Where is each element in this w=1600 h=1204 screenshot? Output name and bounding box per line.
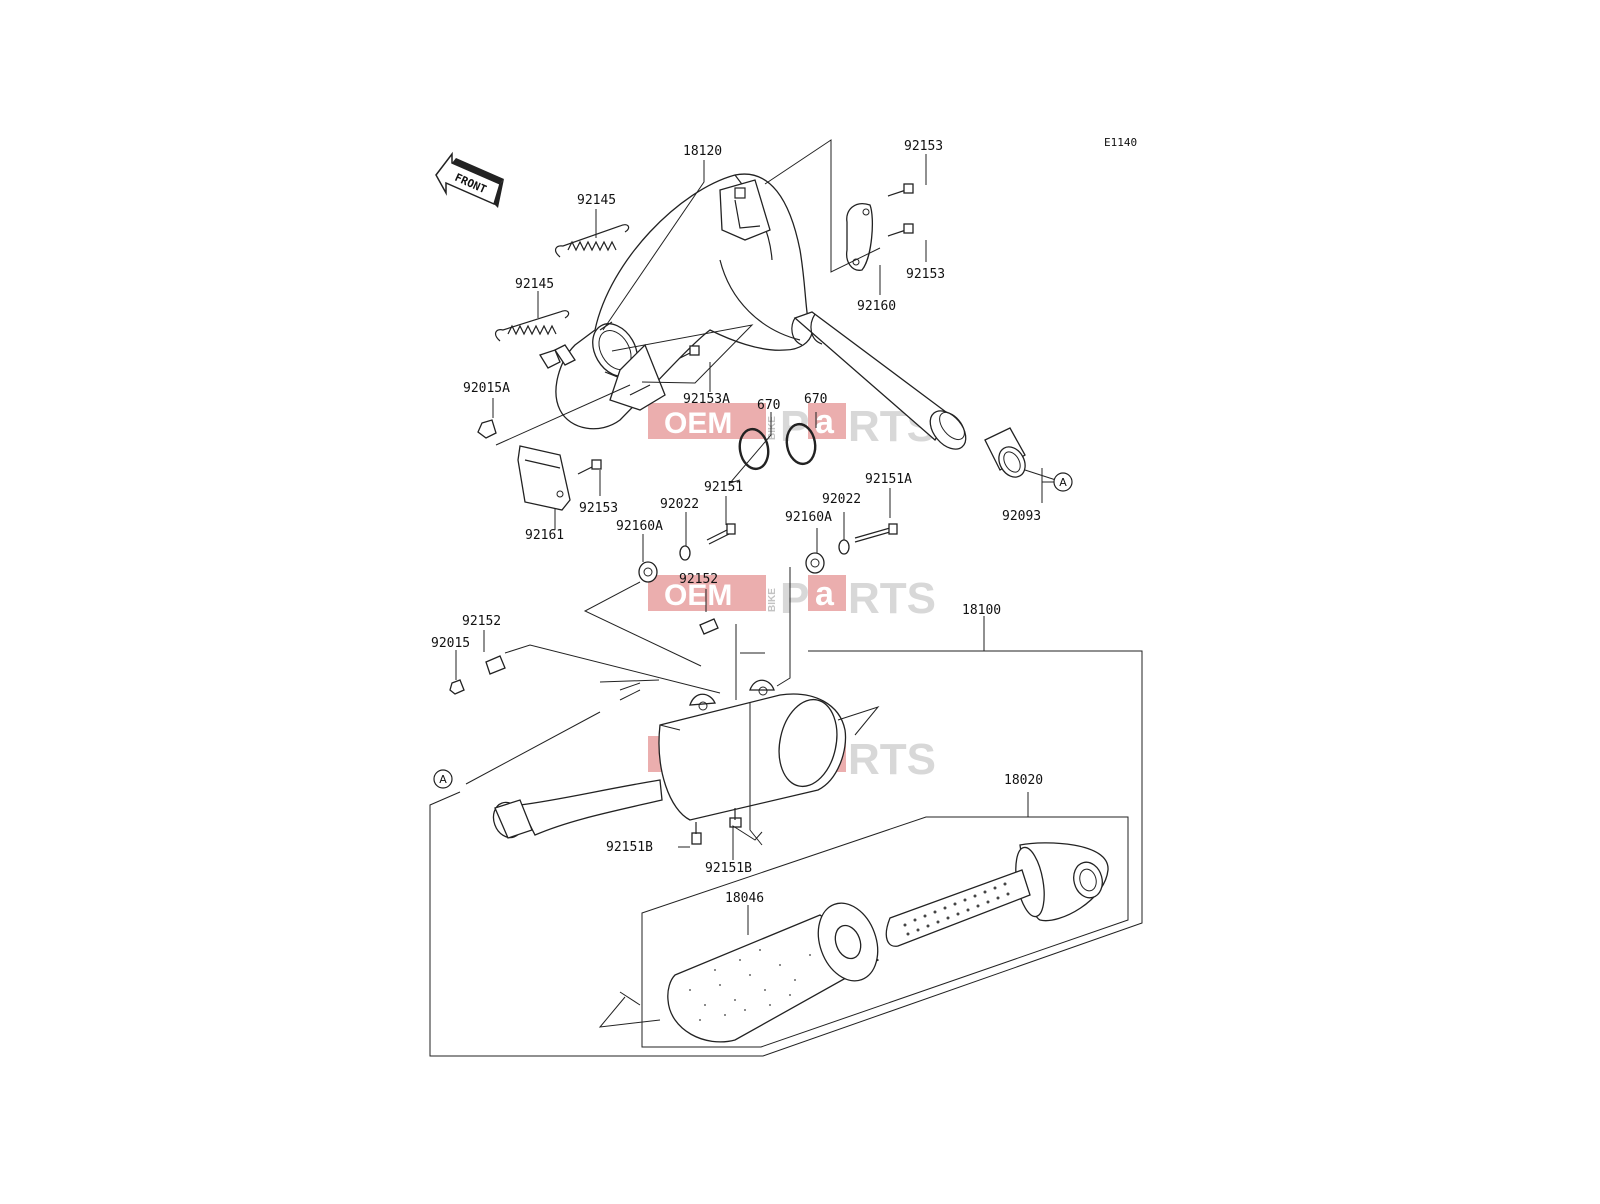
watermark-p: P bbox=[780, 574, 809, 623]
ref-marker-a-icon: A bbox=[1053, 472, 1073, 492]
part-label: 92160A bbox=[785, 510, 832, 525]
bracket-icon bbox=[846, 203, 874, 271]
part-label: 92161 bbox=[525, 528, 564, 543]
part-label: 92145 bbox=[515, 277, 554, 292]
part-label: 92152 bbox=[462, 614, 501, 629]
part-label: 92151B bbox=[705, 861, 752, 876]
part-label: 92145 bbox=[577, 193, 616, 208]
part-label: 92160 bbox=[857, 299, 896, 314]
leader-lines bbox=[429, 139, 1143, 1057]
washer-icon bbox=[838, 539, 850, 555]
watermark-rts: RTS bbox=[848, 574, 936, 623]
part-label: 18020 bbox=[1004, 773, 1043, 788]
part-label: 92152 bbox=[679, 572, 718, 587]
bolt-icon bbox=[887, 183, 914, 197]
part-label: 18100 bbox=[962, 603, 1001, 618]
nut-icon bbox=[477, 419, 497, 439]
diagram-code: E1140 bbox=[1104, 136, 1137, 149]
watermark-bike: BIKE bbox=[767, 588, 778, 612]
ref-marker-a-icon: A bbox=[433, 769, 453, 789]
watermark-2: OEM BIKE P a RTS bbox=[648, 574, 936, 623]
part-label: 92151 bbox=[704, 480, 743, 495]
collar-icon bbox=[485, 655, 506, 675]
front-arrow-icon: FRONT bbox=[435, 151, 504, 208]
spring-icon bbox=[494, 310, 570, 342]
grommet-icon bbox=[805, 552, 825, 574]
part-label: 92022 bbox=[822, 492, 861, 507]
part-label: 92015A bbox=[463, 381, 510, 396]
bolt-icon bbox=[854, 523, 898, 543]
perforation-pattern bbox=[903, 882, 1010, 936]
expansion-chamber bbox=[539, 173, 967, 450]
part-label: 92153 bbox=[904, 139, 943, 154]
watermark-a: a bbox=[815, 403, 835, 441]
muffler bbox=[492, 679, 847, 839]
watermark-bike: BIKE bbox=[767, 416, 778, 440]
grommet-icon bbox=[638, 561, 658, 583]
bolt-icon bbox=[706, 523, 736, 545]
collar-icon bbox=[699, 618, 719, 635]
part-label: 18120 bbox=[683, 144, 722, 159]
o-ring-icon bbox=[738, 427, 770, 471]
part-label: 92022 bbox=[660, 497, 699, 512]
watermark-a: a bbox=[815, 575, 835, 613]
part-label: 92015 bbox=[431, 636, 470, 651]
ref-marker-label: A bbox=[439, 773, 447, 786]
bracket-icon bbox=[517, 445, 571, 511]
part-label: 92153 bbox=[906, 267, 945, 282]
part-label: 18046 bbox=[725, 891, 764, 906]
sleeve-icon bbox=[984, 427, 1026, 478]
watermark-oem: OEM bbox=[664, 407, 732, 440]
washer-icon bbox=[679, 545, 691, 561]
o-ring-icon bbox=[785, 422, 817, 466]
bolt-icon bbox=[679, 345, 700, 359]
packing bbox=[667, 902, 880, 1043]
part-label: 92153 bbox=[579, 501, 618, 516]
part-label: 92151A bbox=[865, 472, 912, 487]
bolt-icon bbox=[691, 822, 702, 845]
bolt-icon bbox=[887, 223, 914, 237]
part-label: 92160A bbox=[616, 519, 663, 534]
part-labels: 18120 92153 92153 92160 92145 92145 9215… bbox=[431, 139, 1043, 906]
part-label: 92093 bbox=[1002, 509, 1041, 524]
ref-marker-label: A bbox=[1059, 476, 1067, 489]
spring-icon bbox=[554, 224, 630, 258]
watermark-oem: OEM bbox=[664, 579, 732, 612]
watermark-rts: RTS bbox=[848, 735, 936, 784]
part-label: 92153A bbox=[683, 392, 730, 407]
end-cap bbox=[885, 842, 1109, 947]
packing-texture bbox=[689, 949, 811, 1021]
part-label: 92151B bbox=[606, 840, 653, 855]
nut-icon bbox=[449, 679, 465, 695]
bolt-icon bbox=[577, 459, 602, 475]
part-label: 670 bbox=[757, 398, 780, 413]
part-label: 670 bbox=[804, 392, 827, 407]
